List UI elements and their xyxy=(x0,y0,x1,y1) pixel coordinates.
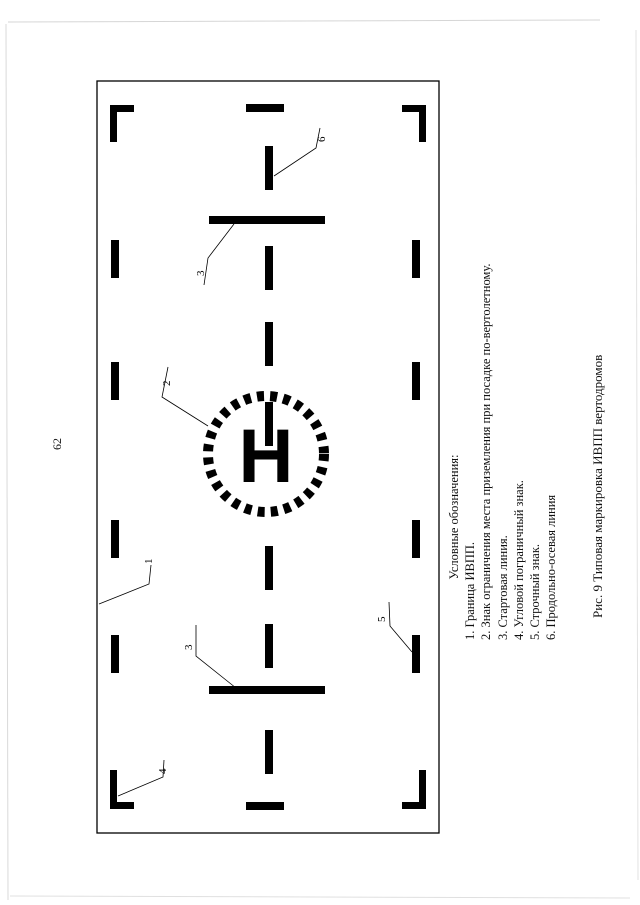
edge-marker xyxy=(412,362,420,400)
leader-line-3-bottom xyxy=(195,625,237,689)
edge-marker xyxy=(412,635,420,673)
legend-item-4: 4. Угловой пограничный знак. xyxy=(511,480,526,640)
edge-marker xyxy=(111,362,119,400)
legend-item-6: 6. Продольно-осевая линия xyxy=(544,494,559,640)
runway-boundary xyxy=(96,80,440,834)
page-number: 62 xyxy=(50,438,64,450)
centerline-dash xyxy=(265,402,273,446)
touchdown-limit-circle xyxy=(203,391,329,517)
centerline-dash xyxy=(265,624,273,668)
start-line-bottom xyxy=(209,686,325,694)
leader-line-6 xyxy=(273,127,321,177)
callout-2: 2 xyxy=(161,381,173,387)
legend-item-5: 5. Строчный знак. xyxy=(528,543,543,640)
edge-markers-left xyxy=(111,240,119,673)
centerline-end-bar-bottom xyxy=(246,802,284,810)
centerline-dash xyxy=(265,246,273,290)
edge-marker xyxy=(111,635,119,673)
corner-marker-bottom-right xyxy=(402,770,426,809)
centerline-dash xyxy=(265,146,273,190)
helipad-letter: H xyxy=(239,414,294,499)
edge-marker xyxy=(412,240,420,278)
leader-line-1 xyxy=(98,564,152,605)
callout-5: 5 xyxy=(376,616,388,622)
callout-4: 4 xyxy=(157,768,169,774)
centerline xyxy=(265,146,273,774)
callout-3-top: 3 xyxy=(195,270,207,276)
start-line-top xyxy=(209,216,325,224)
legend: Условные обозначения: 1. Граница ИВПП. 2… xyxy=(446,263,559,641)
callout-1: 1 xyxy=(143,559,155,565)
centerline-dash xyxy=(265,322,273,366)
edge-marker xyxy=(111,240,119,278)
leader-line-4 xyxy=(117,759,165,797)
centerline-end-bar-top xyxy=(246,104,284,112)
leader-line-5 xyxy=(388,601,413,653)
edge-marker xyxy=(111,520,119,558)
leader-line-2 xyxy=(161,366,209,427)
leader-lines xyxy=(98,127,413,797)
legend-item-3: 3. Стартовая линия. xyxy=(495,535,510,640)
corner-marker-top-left xyxy=(110,105,134,142)
edge-marker xyxy=(412,520,420,558)
helipad-marking-diagram: H 1 2 3 3 4 5 6 xyxy=(96,80,440,834)
centerline-dash xyxy=(265,730,273,774)
figure-caption: Рис. 9 Типовая маркировка ИВПП вертодром… xyxy=(590,354,605,618)
legend-item-1: 1. Граница ИВПП. xyxy=(463,541,478,640)
leader-line-3-top xyxy=(203,223,235,286)
edge-markers-right xyxy=(412,240,420,673)
legend-item-2: 2. Знак ограничения места приземления пр… xyxy=(479,263,494,641)
callout-6: 6 xyxy=(316,136,328,142)
callout-3-bottom: 3 xyxy=(183,644,195,650)
callout-numbers: 1 2 3 3 4 5 6 xyxy=(143,136,388,774)
legend-title: Условные обозначения: xyxy=(447,454,461,580)
corner-marker-top-right xyxy=(402,105,426,142)
corner-marker-bottom-left xyxy=(110,770,134,809)
centerline-dash xyxy=(265,546,273,590)
